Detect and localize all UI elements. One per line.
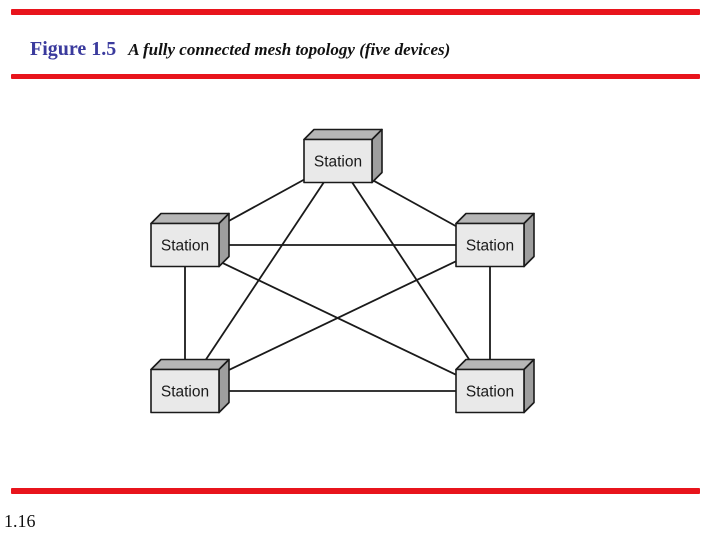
- station-node-left: Station: [150, 212, 230, 268]
- footer-divider: [11, 488, 700, 494]
- figure-header: Figure 1.5 A fully connected mesh topolog…: [30, 38, 690, 61]
- header-divider: [11, 74, 700, 79]
- station-box-side-face: [218, 212, 230, 268]
- link-top-bottom_left: [184, 160, 339, 392]
- station-box-side-face: [371, 128, 383, 184]
- station-box-side-face: [218, 358, 230, 414]
- station-box-top-face: [455, 212, 535, 225]
- page-number: 1.16: [4, 511, 36, 531]
- station-box-top-face: [150, 212, 230, 225]
- figure-caption: A fully connected mesh topology (five de…: [128, 40, 451, 59]
- station-box-top-face: [303, 128, 383, 141]
- link-right-bottom_left: [184, 244, 491, 392]
- station-label: Station: [466, 238, 514, 255]
- station-node-bottom_right: Station: [455, 358, 535, 414]
- station-box-side-face: [523, 212, 535, 268]
- station-box-front-face: [150, 222, 220, 268]
- station-box-front-face: [150, 368, 220, 414]
- station-label: Station: [314, 154, 362, 171]
- station-label: Station: [161, 238, 209, 255]
- figure-label: Figure 1.5: [30, 38, 117, 60]
- station-box-front-face: [303, 138, 373, 184]
- station-node-top: Station: [303, 128, 383, 184]
- station-box-top-face: [455, 358, 535, 371]
- station-box-front-face: [455, 368, 525, 414]
- station-node-right: Station: [455, 212, 535, 268]
- station-box-top-face: [150, 358, 230, 371]
- station-label: Station: [161, 384, 209, 401]
- link-top-bottom_right: [337, 160, 491, 392]
- station-label: Station: [466, 384, 514, 401]
- station-box-front-face: [455, 222, 525, 268]
- station-box-side-face: [523, 358, 535, 414]
- station-node-bottom_left: Station: [150, 358, 230, 414]
- top-divider: [11, 9, 700, 15]
